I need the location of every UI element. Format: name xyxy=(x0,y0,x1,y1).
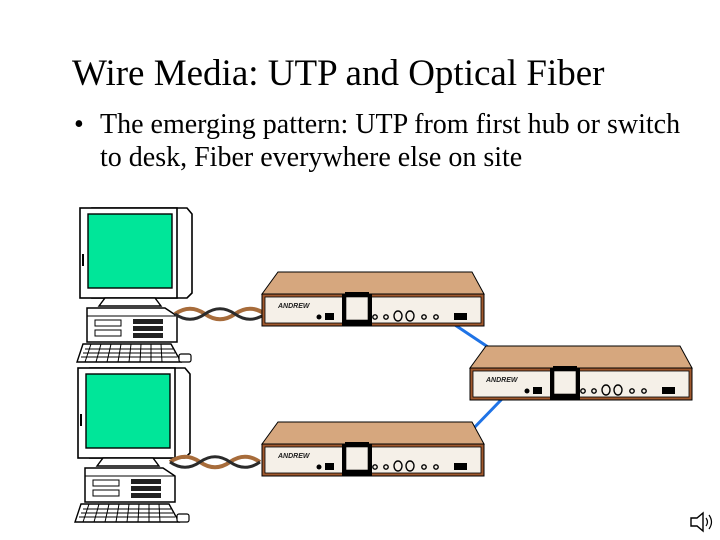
bullet-text: The emerging pattern: UTP from first hub… xyxy=(100,109,681,173)
computer-icon xyxy=(74,367,191,523)
utp-cable-2 xyxy=(168,454,262,470)
brand-label: ANDREW xyxy=(277,453,311,460)
network-hub-icon: ANDREW xyxy=(261,421,485,477)
brand-label: ANDREW xyxy=(485,377,519,384)
network-hub-icon: ANDREW xyxy=(469,345,693,401)
computer-icon xyxy=(76,207,193,363)
slide-title: Wire Media: UTP and Optical Fiber xyxy=(72,53,605,94)
utp-cable-1 xyxy=(173,306,267,322)
bullet-marker: • xyxy=(74,109,84,140)
fiber-link-2 xyxy=(468,397,504,434)
fiber-link-1 xyxy=(454,323,489,349)
network-hub-icon: ANDREW xyxy=(261,271,485,327)
speaker-icon[interactable] xyxy=(688,508,716,536)
brand-label: ANDREW xyxy=(277,303,311,310)
